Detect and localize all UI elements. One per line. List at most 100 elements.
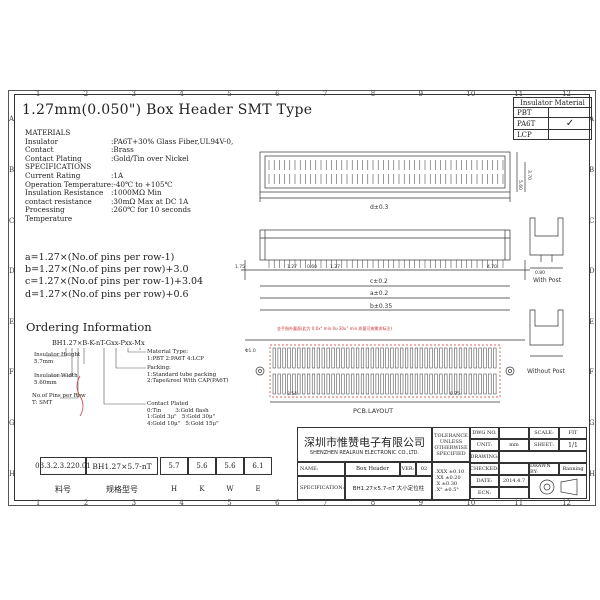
pcb-pad	[405, 347, 409, 369]
header-top-view	[259, 151, 511, 193]
part-model-label: 规格型号	[106, 484, 138, 494]
spec-label: Insulation Resistance	[25, 188, 104, 198]
without-post-label: Without Post	[527, 368, 566, 375]
pcb-pad	[277, 373, 281, 395]
zone-label: 11	[514, 90, 524, 98]
drawn-by-value: Banning	[559, 463, 587, 475]
part-h-value: 5.7	[160, 457, 188, 475]
ordering-heading: Ordering Information	[26, 320, 152, 334]
end-view-with-post	[529, 217, 564, 256]
unit-value: mm	[499, 439, 529, 451]
material-label: Contact Plating	[25, 153, 82, 163]
pcb-pad	[395, 373, 399, 395]
dim-small: Φ1.0	[245, 348, 256, 354]
pcb-pad	[365, 347, 369, 369]
pcb-pad	[346, 373, 350, 395]
pcb-pad	[488, 347, 492, 369]
pcb-pad	[326, 373, 330, 395]
pcb-pad	[419, 373, 423, 395]
pcb-pad	[272, 347, 276, 369]
zone-label: 6	[275, 499, 280, 507]
pcb-pad	[473, 373, 477, 395]
checked-value	[499, 463, 529, 475]
pcb-pad	[370, 347, 374, 369]
company-name-block: 深圳市惟赞电子有限公司 SHENZHEN REALRUN ELECTRONIC …	[297, 427, 432, 462]
part-k-value: 5.6	[188, 457, 216, 475]
pcb-pad	[351, 373, 355, 395]
dim-small: 2.54	[287, 391, 297, 397]
part-w-value: 5.6	[216, 457, 244, 475]
dim-small: 4.70	[487, 264, 497, 270]
zone-label: 1	[35, 90, 41, 98]
part-number-label: 料号	[55, 484, 71, 494]
pcb-pad	[434, 347, 438, 369]
pcb-pad	[380, 373, 384, 395]
pcb-pad	[468, 373, 472, 395]
pcb-pad	[292, 347, 296, 369]
material-value: :Gold/Tin over Nickel	[111, 153, 189, 163]
zone-label: 9	[418, 499, 424, 507]
zone-label: D	[9, 267, 15, 276]
pcb-pad	[478, 347, 482, 369]
pcb-pad	[385, 373, 389, 395]
ver-label: VER:	[400, 462, 416, 476]
technical-drawing: d±0.3 c±0.2 a±0.2 b±0.35 1.75 1.27 0.60 …	[235, 151, 566, 415]
zone-label: F	[9, 368, 14, 377]
projection-icon	[539, 478, 578, 496]
checked-label: CHECKED:	[470, 463, 499, 475]
pcb-pad	[395, 347, 399, 369]
pcb-pad	[292, 373, 296, 395]
pcb-pad	[380, 347, 384, 369]
pcb-pad	[316, 347, 320, 369]
dim-small: 0.80	[535, 270, 545, 276]
part-k-label: K	[199, 485, 205, 493]
dim-small: 1.27	[330, 264, 340, 270]
zone-label: G	[9, 419, 15, 428]
part-model-value: BH1.27×5.7-nT	[86, 457, 158, 475]
dim-b-label: b±0.35	[370, 303, 392, 310]
pcb-pad	[321, 373, 325, 395]
dim-small: 0.75	[450, 391, 460, 397]
pcb-pad	[400, 347, 404, 369]
drawing-value	[499, 451, 587, 463]
drawing-label: DRAWING:	[470, 451, 499, 463]
zone-label: 10	[466, 499, 476, 507]
pcb-pad	[297, 373, 301, 395]
ordering-note-plating: Contact Plated 0:Tin 3:Gold flash 1:Gold…	[147, 401, 219, 427]
pcb-pad	[365, 373, 369, 395]
ecn-label: ECN:	[470, 487, 499, 499]
pcb-pad	[444, 347, 448, 369]
pcb-pad	[488, 373, 492, 395]
zone-label: 4	[179, 499, 184, 507]
pcb-pad	[316, 373, 320, 395]
pcb-pad	[307, 347, 311, 369]
tolerance-list: .XXX ±0.10 .XX ±0.20 .X ±0.30 .X° ±0.5°	[432, 462, 470, 500]
part-h-label: H	[170, 485, 178, 493]
company-name-cn: 深圳市惟赞电子有限公司	[304, 435, 425, 449]
pcb-pad	[321, 347, 325, 369]
ver-value: 02	[416, 462, 432, 476]
material-value: :Brass	[111, 145, 134, 155]
zone-label: A	[589, 115, 595, 124]
spec-value: :-40℃ to +105℃	[111, 179, 173, 189]
dwg-no-value	[499, 427, 529, 439]
pcb-pad	[414, 373, 418, 395]
dim-c-label: c±0.2	[370, 278, 388, 285]
dim-d-label: d±0.3	[370, 204, 389, 211]
part-w-label: W	[226, 485, 234, 493]
scale-value: FIT	[559, 427, 587, 439]
dim-small: 3.70	[526, 170, 532, 180]
pcb-pad	[336, 373, 340, 395]
tolerance-header: TOLERANCE UNLESS OTHERWISE SPECIFIED	[432, 427, 470, 462]
drawing-outer-frame	[8, 90, 596, 506]
tolerance-item: .X ±0.30	[435, 481, 458, 487]
zone-label: B	[9, 165, 15, 174]
pcb-pad	[454, 347, 458, 369]
dim-small: 0.60	[307, 264, 317, 270]
pcb-pad	[331, 373, 335, 395]
pcb-pad	[400, 373, 404, 395]
drawing-title: 1.27mm(0.050") Box Header SMT Type	[22, 102, 313, 118]
spec-value: :1A	[111, 170, 124, 180]
pcb-pad	[434, 373, 438, 395]
pcb-pad	[375, 373, 379, 395]
